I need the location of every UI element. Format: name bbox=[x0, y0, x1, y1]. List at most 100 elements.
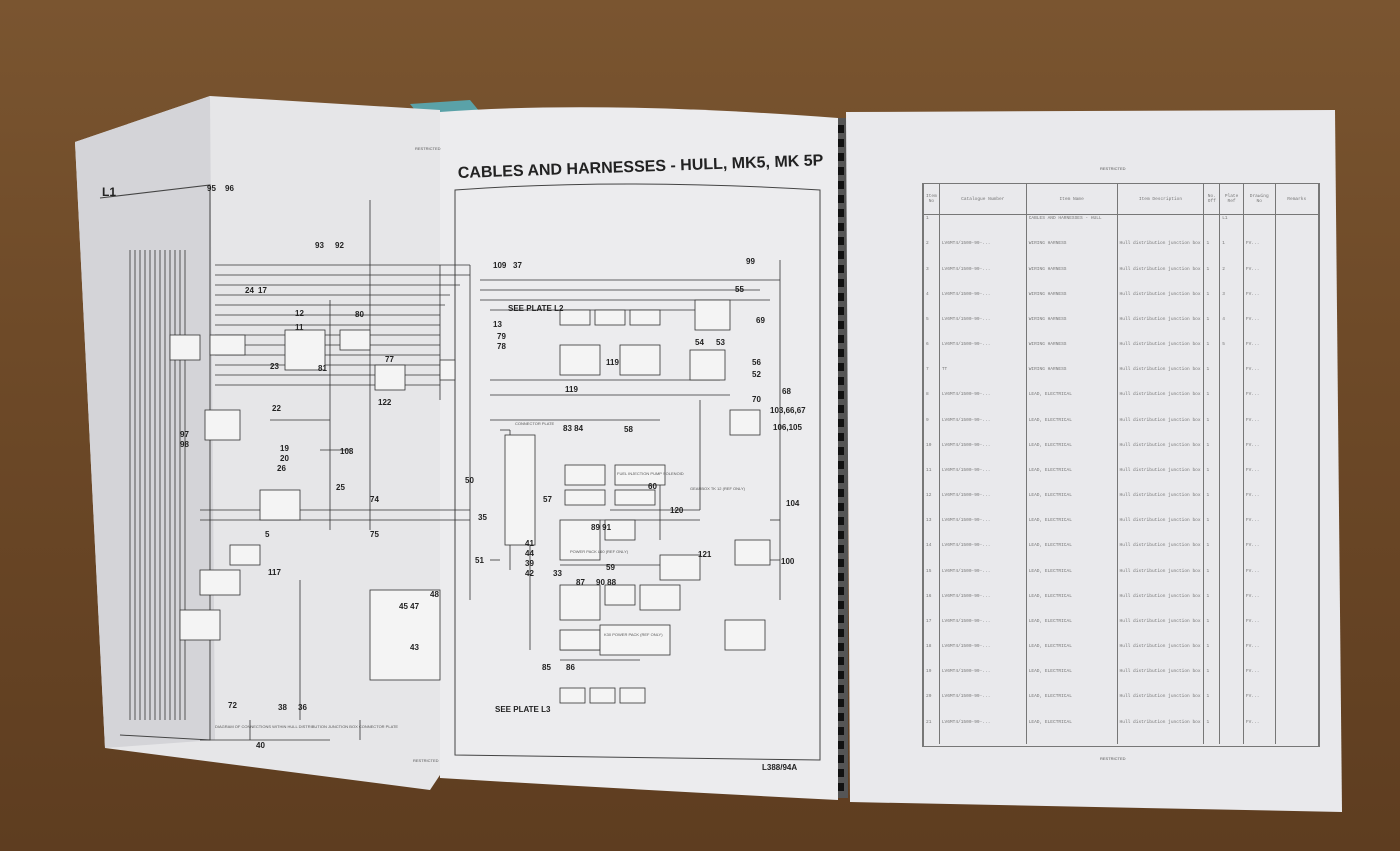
wire-label: 98 bbox=[180, 440, 189, 449]
cell-no: 5 bbox=[923, 315, 940, 342]
wire-label: 92 bbox=[335, 241, 344, 250]
cell-no: 3 bbox=[923, 265, 940, 291]
cell-desc: Hull distribution junction box bbox=[1116, 265, 1205, 291]
box-labels: POWER PACK L60 (REF ONLY)K30 POWER PACK … bbox=[215, 421, 746, 729]
cell-remarks bbox=[1274, 643, 1320, 669]
cell-ref bbox=[1219, 718, 1244, 744]
cell-cat: LV6MT4/1500-99-... bbox=[938, 341, 1027, 367]
cell-no: 21 bbox=[923, 718, 940, 744]
cell-remarks bbox=[1274, 315, 1320, 342]
binding-ring bbox=[838, 237, 844, 245]
cell-qty: 1 bbox=[1203, 466, 1221, 493]
cell-name: WIRING HARNESS bbox=[1025, 265, 1118, 291]
cell-name: LEAD, ELECTRICAL bbox=[1025, 668, 1118, 694]
cell-drw: FV... bbox=[1242, 643, 1276, 669]
cell-ref bbox=[1219, 517, 1244, 543]
binding-ring bbox=[838, 643, 844, 651]
cell-qty: 1 bbox=[1203, 416, 1221, 442]
cell-desc: Hull distribution junction box bbox=[1116, 718, 1205, 744]
cell-cat: LV6MT4/1500-99-... bbox=[938, 391, 1027, 417]
wire-label: 119 bbox=[565, 385, 578, 394]
column-header: Item No bbox=[923, 184, 940, 215]
binding-ring bbox=[838, 699, 844, 707]
binding-ring bbox=[838, 489, 844, 497]
cell-no: 17 bbox=[923, 617, 940, 644]
binding-ring bbox=[838, 545, 844, 553]
wire-label: 35 bbox=[478, 513, 487, 522]
binding-ring bbox=[838, 783, 844, 791]
cell-ref bbox=[1219, 567, 1244, 593]
cell-desc: Hull distribution junction box bbox=[1116, 517, 1205, 543]
cell-cat: LV6MT4/1500-99-... bbox=[938, 542, 1027, 568]
cell-drw: FV... bbox=[1242, 341, 1276, 367]
binding-ring bbox=[838, 475, 844, 483]
box-label: POWER PACK L60 (REF ONLY) bbox=[570, 549, 629, 554]
cell-ref bbox=[1219, 492, 1244, 518]
cell-remarks bbox=[1274, 391, 1320, 417]
wire-label: 77 bbox=[385, 355, 394, 364]
cell-name: WIRING HARNESS bbox=[1025, 341, 1118, 367]
cell-drw: FV... bbox=[1242, 592, 1276, 618]
cell-ref bbox=[1219, 693, 1244, 719]
cell-ref: 4 bbox=[1219, 315, 1244, 342]
cell-desc: Hull distribution junction box bbox=[1116, 567, 1205, 593]
wire-label: 83 84 bbox=[563, 424, 584, 433]
cell-cat: LV6MT4/1500-99-... bbox=[938, 416, 1027, 442]
cell-remarks bbox=[1274, 718, 1320, 744]
cell-qty: 1 bbox=[1203, 290, 1221, 316]
column-header: No. Off bbox=[1203, 184, 1221, 215]
wire-label: 120 bbox=[670, 506, 684, 515]
cell-cat: LV6MT4/1500-99-... bbox=[938, 668, 1027, 694]
cell-drw: FV... bbox=[1242, 718, 1276, 744]
spiral-binding bbox=[838, 125, 844, 791]
cell-name: LEAD, ELECTRICAL bbox=[1025, 492, 1118, 518]
cell-remarks bbox=[1274, 265, 1320, 291]
wire-label: 106,105 bbox=[773, 423, 802, 432]
fold-frame bbox=[99, 184, 211, 741]
cell-ref: 3 bbox=[1219, 290, 1244, 316]
wire-label: 56 bbox=[752, 358, 761, 367]
cell-no: 8 bbox=[923, 391, 940, 417]
cell-no: 9 bbox=[923, 416, 940, 442]
cell-no: 11 bbox=[923, 466, 940, 493]
cell-name: WIRING HARNESS bbox=[1025, 240, 1118, 266]
wire-label: 52 bbox=[752, 370, 761, 379]
cell-cat: LV6MT4/1500-99-... bbox=[938, 643, 1027, 669]
wire-label: 12 bbox=[295, 309, 304, 318]
wire-label: 93 bbox=[315, 241, 324, 250]
cell-drw: FV... bbox=[1242, 617, 1276, 644]
binding-ring bbox=[838, 153, 844, 161]
cell-no: 4 bbox=[923, 290, 940, 316]
wire-label: 42 bbox=[525, 569, 534, 578]
box-label: FUEL INJECTION PUMP SOLENOID bbox=[617, 471, 684, 476]
cell-drw: FV... bbox=[1242, 416, 1276, 442]
binding-ring bbox=[838, 391, 844, 399]
cell-ref bbox=[1219, 643, 1244, 669]
wire-label: 121 bbox=[698, 550, 712, 559]
box-label: DIAGRAM OF CONNECTIONS WITHIN HULL DISTR… bbox=[215, 724, 398, 729]
binding-ring bbox=[838, 559, 844, 567]
binding-ring bbox=[838, 517, 844, 525]
cell-no: 16 bbox=[923, 592, 940, 618]
cell-ref bbox=[1219, 441, 1244, 467]
cell-remarks bbox=[1274, 668, 1320, 694]
wire-label: 39 bbox=[525, 559, 534, 568]
wire-label: 97 bbox=[180, 430, 189, 439]
wire-label: 33 bbox=[553, 569, 562, 578]
cell-no: 6 bbox=[923, 341, 940, 367]
binding-ring bbox=[838, 615, 844, 623]
cell-desc: Hull distribution junction box bbox=[1116, 441, 1205, 467]
wire-label: 68 bbox=[782, 387, 791, 396]
wire-label: 40 bbox=[256, 741, 265, 750]
plate-label: L1 bbox=[102, 185, 116, 199]
cell-ref bbox=[1219, 366, 1244, 392]
